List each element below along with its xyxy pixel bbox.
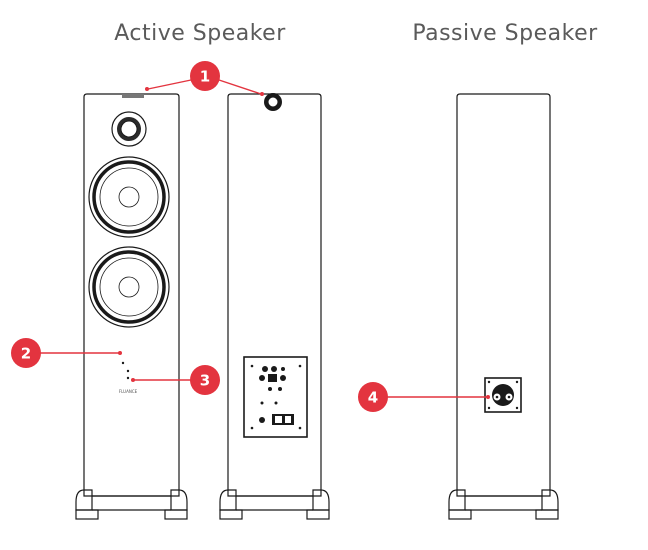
- callout-4-number: 4: [368, 389, 378, 407]
- passive-speaker-rear: [448, 93, 559, 520]
- callout-1: 1: [145, 61, 264, 96]
- brand-label: FLUANCE: [119, 389, 138, 394]
- active-speaker-rear: [219, 93, 330, 520]
- top-knob: [122, 94, 144, 98]
- tweeter: [111, 111, 147, 147]
- callout-2-badge: [11, 338, 41, 368]
- active-speaker-title: Active Speaker: [114, 21, 286, 46]
- callout-4: 4: [358, 382, 490, 412]
- ir-sensor: [121, 361, 125, 365]
- lower-woofer: [88, 246, 170, 328]
- rear-input-panel: [243, 356, 308, 438]
- callout-4-badge: [358, 382, 388, 412]
- callout-1-number: 1: [200, 68, 210, 86]
- callout-1-badge: [190, 61, 220, 91]
- callout-2: 2: [11, 338, 122, 368]
- callout-3-number: 3: [200, 372, 210, 390]
- led-indicator: [126, 369, 130, 373]
- callout-3-badge: [190, 365, 220, 395]
- speaker-terminal: [484, 377, 522, 413]
- volume-knob: [264, 93, 282, 111]
- passive-speaker-title: Passive Speaker: [412, 21, 598, 46]
- callout-2-number: 2: [21, 345, 31, 363]
- upper-woofer: [88, 156, 170, 238]
- active-speaker-front: FLUANCE: [75, 93, 188, 520]
- callout-3: 3: [131, 365, 220, 395]
